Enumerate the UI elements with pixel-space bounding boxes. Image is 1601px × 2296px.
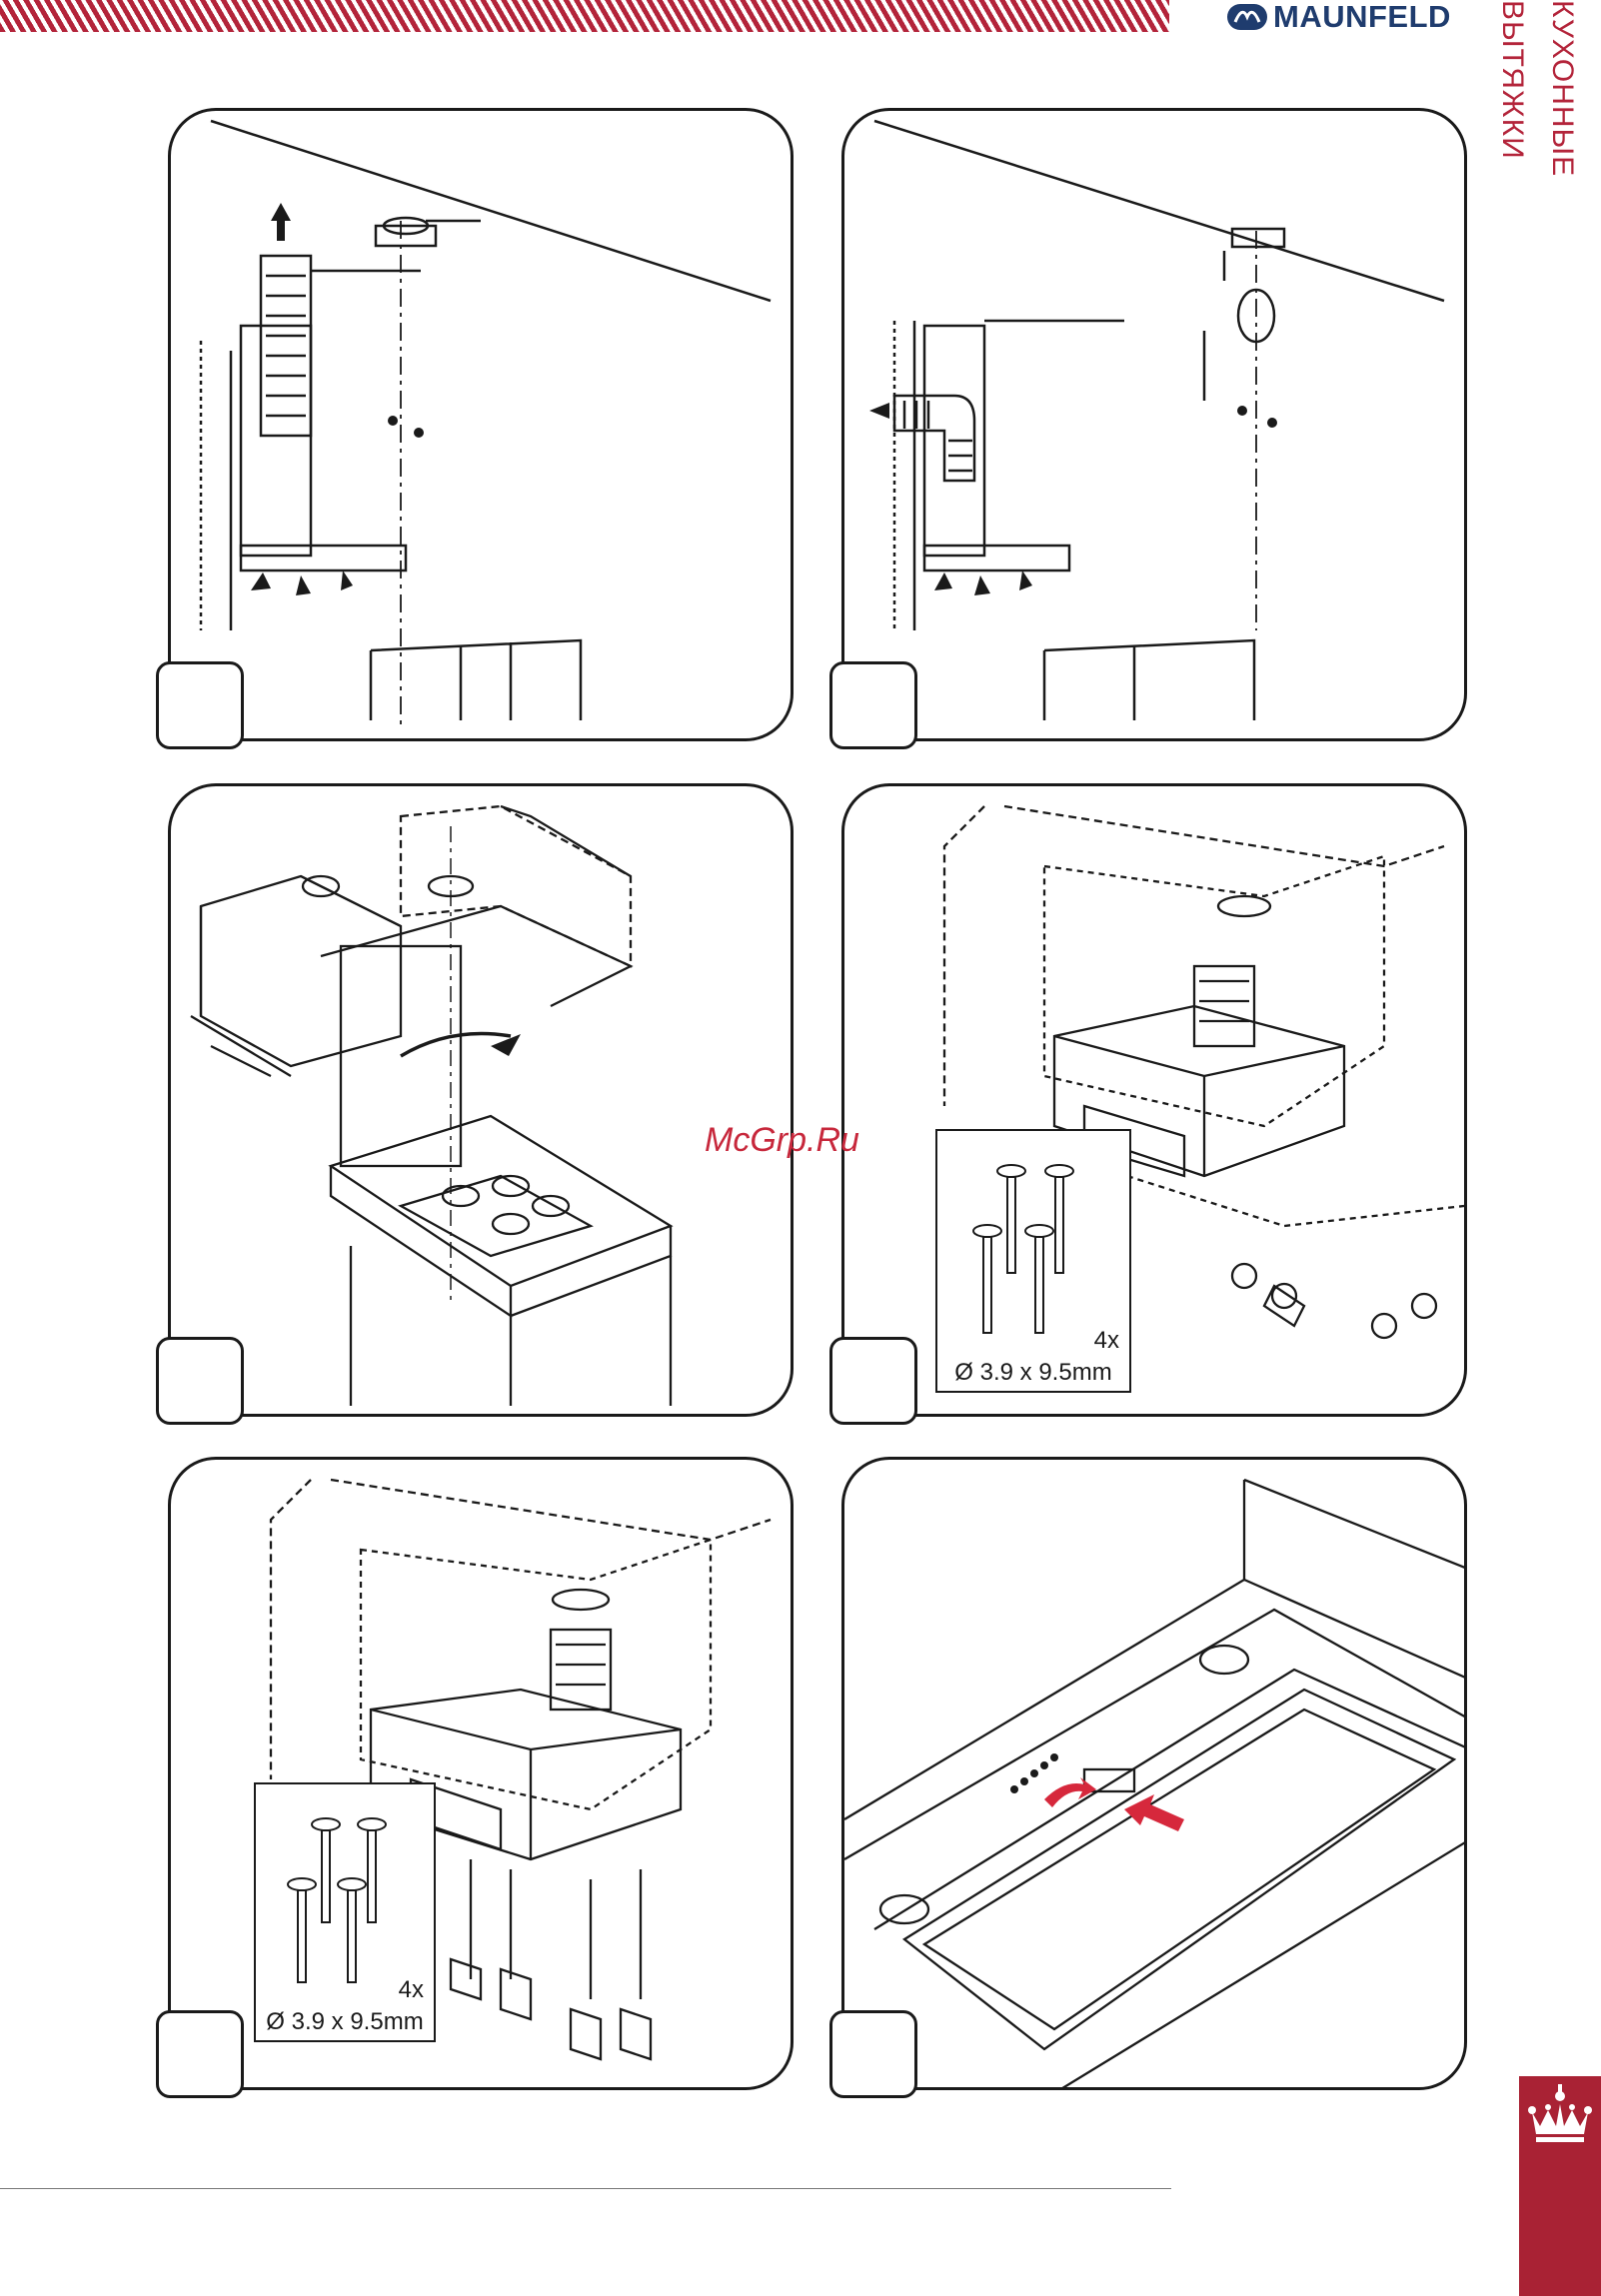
screw-set-icon-2 (256, 1784, 438, 2044)
section-title: КУХОННЫЕ ВЫТЯЖКИ (1537, 0, 1587, 320)
figure-panel-1 (168, 108, 794, 741)
step-number-box-2 (829, 661, 917, 749)
brand-logo: MAUNFELD (1227, 2, 1451, 32)
figure-panel-2 (841, 108, 1467, 741)
screw-quantity: 4x (1094, 1327, 1119, 1355)
screw-set-icon (937, 1131, 1133, 1395)
crown-emblem-icon (1526, 2082, 1594, 2146)
screw-size: Ø 3.9 x 9.5mm (937, 1359, 1129, 1387)
header-hatch-bar (0, 0, 1169, 32)
figure-panel-6 (841, 1457, 1467, 2090)
watermark-text: McGrp.Ru (705, 1121, 859, 1160)
screw-spec-box-1: 4x Ø 3.9 x 9.5mm (935, 1129, 1131, 1393)
brand-name: MAUNFELD (1273, 0, 1451, 35)
screw-quantity-2: 4x (399, 1976, 424, 2004)
figure-panel-3 (168, 783, 794, 1417)
maunfeld-logo-icon (1227, 4, 1267, 30)
exhaust-side-diagram (844, 111, 1467, 741)
footer-divider (0, 2188, 1171, 2189)
step-number-box-3 (156, 1337, 244, 1425)
step-number-box-4 (829, 1337, 917, 1425)
exhaust-up-diagram (171, 111, 794, 741)
filter-removal-diagram (844, 1460, 1467, 2090)
step-number-box-5 (156, 2010, 244, 2098)
screw-size-2: Ø 3.9 x 9.5mm (256, 2008, 434, 2036)
step-number-box-1 (156, 661, 244, 749)
step-number-box-6 (829, 2010, 917, 2098)
screw-spec-box-2: 4x Ø 3.9 x 9.5mm (254, 1782, 436, 2042)
hood-placement-diagram (171, 786, 794, 1417)
